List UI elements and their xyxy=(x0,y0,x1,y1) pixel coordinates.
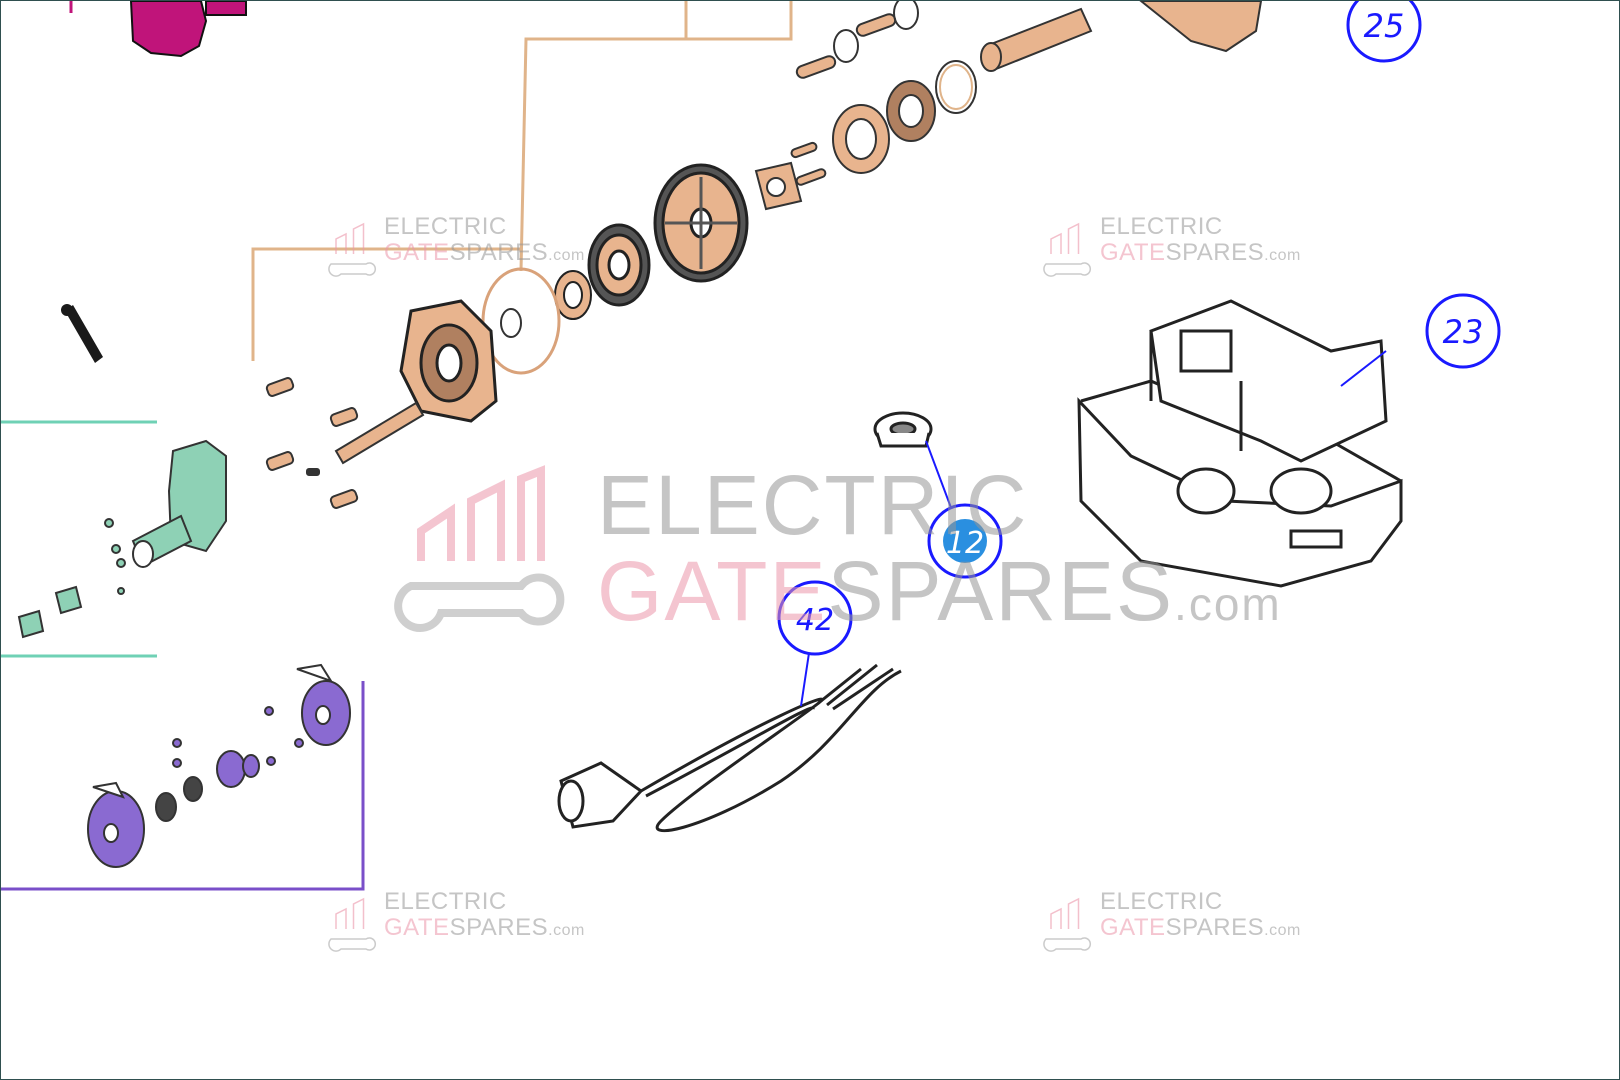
motor-flange-plate xyxy=(399,299,498,423)
teal-motor-assembly xyxy=(17,439,227,639)
cable-grommet-part xyxy=(873,411,933,448)
gearbox-housing-part xyxy=(1077,299,1403,588)
magenta-component xyxy=(69,1,247,58)
power-cable-part xyxy=(557,663,902,833)
drive-gear-part xyxy=(653,163,749,283)
key-pin-part xyxy=(61,304,103,363)
o-ring-gasket xyxy=(481,267,561,375)
watermark-logo-icon-small xyxy=(328,222,1091,952)
watermark-logo-icon-large xyxy=(394,465,565,632)
teal-group-leader xyxy=(1,420,157,658)
callout-23[interactable]: 23 xyxy=(1425,293,1501,369)
purple-encoder-assembly xyxy=(87,663,351,868)
callout-42[interactable]: 42 xyxy=(777,580,853,656)
motor-shaft-and-screws xyxy=(265,377,425,509)
pinion-gear-part xyxy=(587,223,651,307)
bearing-ring-part xyxy=(554,270,592,320)
svg-text:12: 12 xyxy=(946,526,984,561)
svg-text:25: 25 xyxy=(1364,7,1405,45)
callout-12[interactable]: 12 xyxy=(927,503,1003,579)
copper-shaft-assembly xyxy=(754,1,1263,211)
orange-group-leader xyxy=(251,1,793,361)
svg-text:42: 42 xyxy=(796,603,834,638)
purple-group-leader xyxy=(1,681,365,891)
svg-text:23: 23 xyxy=(1443,313,1484,351)
callout-25[interactable]: 25 xyxy=(1346,1,1422,63)
